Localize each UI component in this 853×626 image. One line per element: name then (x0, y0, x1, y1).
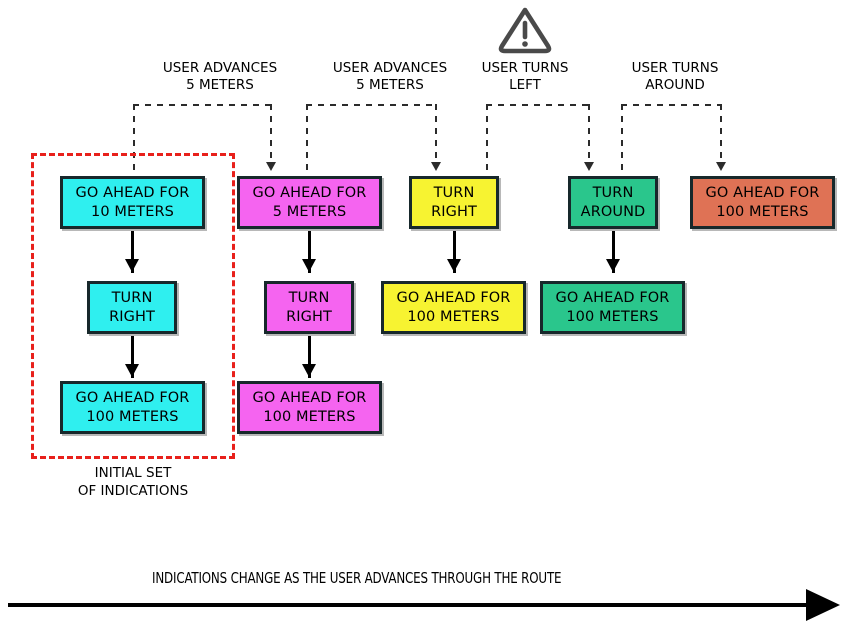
instruction-box-col3-row2[interactable]: GO AHEAD FOR 100 METERS (381, 281, 526, 334)
event-label-4-line-1: USER TURNS (631, 60, 719, 76)
instruction-line-1: TURN (111, 290, 153, 307)
instruction-box-col2-row1[interactable]: GO AHEAD FOR 5 METERS (237, 176, 382, 229)
instruction-box-col4-row1[interactable]: TURN AROUND (568, 176, 658, 229)
instruction-line-2: 100 METERS (407, 308, 500, 325)
instruction-box-col2-row2[interactable]: TURN RIGHT (264, 281, 354, 334)
event-label-3: USER TURNS LEFT (455, 60, 595, 95)
connector-1-horizontal (133, 104, 272, 106)
flow-arrow-col2-1-head (302, 259, 316, 272)
event-label-2-line-2: 5 METERS (356, 77, 424, 94)
flow-arrow-col1-2-head (125, 364, 139, 377)
instruction-line-1: TURN (288, 290, 330, 307)
connector-3-horizontal (486, 104, 589, 106)
instruction-line-1: TURN (433, 185, 475, 202)
flow-arrow-col1-2-shaft (131, 336, 134, 378)
event-label-2-line-1: USER ADVANCES (332, 60, 448, 76)
event-label-1-line-1: USER ADVANCES (162, 60, 278, 76)
event-label-1: USER ADVANCES 5 METERS (150, 60, 290, 95)
connector-1-arrowhead (266, 162, 276, 171)
connector-4-right-stem (720, 104, 722, 162)
connector-2-horizontal (306, 104, 436, 106)
event-label-1-line-2: 5 METERS (186, 77, 254, 94)
instruction-line-2: RIGHT (109, 308, 155, 325)
connector-3-arrowhead (584, 162, 594, 171)
initial-set-label: INITIAL SET OF INDICATIONS (33, 465, 233, 500)
event-label-3-line-2: LEFT (509, 77, 541, 94)
flow-arrow-col3-1-head (447, 259, 461, 272)
instruction-line-1: GO AHEAD FOR (252, 390, 367, 407)
connector-2-left-stem (306, 104, 308, 176)
instruction-line-2: AROUND (580, 203, 646, 220)
instruction-line-2: RIGHT (286, 308, 332, 325)
instruction-line-1: GO AHEAD FOR (705, 185, 820, 202)
instruction-line-1: GO AHEAD FOR (396, 290, 511, 307)
flow-arrow-col4-1-shaft (612, 231, 615, 273)
instruction-box-col1-row2[interactable]: TURN RIGHT (87, 281, 177, 334)
instruction-box-col1-row1[interactable]: GO AHEAD FOR 10 METERS (60, 176, 205, 229)
instruction-line-2: 100 METERS (716, 203, 809, 220)
instruction-line-1: GO AHEAD FOR (555, 290, 670, 307)
flow-arrow-col1-1-head (125, 259, 139, 272)
instruction-box-col5-row1[interactable]: GO AHEAD FOR 100 METERS (690, 176, 835, 229)
flow-arrow-col2-1-shaft (308, 231, 311, 273)
connector-2-arrowhead (431, 162, 441, 171)
connector-4-horizontal (621, 104, 720, 106)
event-label-2: USER ADVANCES 5 METERS (320, 60, 460, 95)
connector-2-right-stem (435, 104, 437, 162)
event-label-4-line-2: AROUND (645, 77, 705, 94)
instruction-line-2: 100 METERS (263, 408, 356, 425)
flow-arrow-col2-2-shaft (308, 336, 311, 378)
connector-1-left-stem (133, 104, 135, 176)
connector-3-left-stem (486, 104, 488, 176)
connector-4-left-stem (621, 104, 623, 176)
timeline-axis-line (8, 603, 808, 607)
instruction-line-1: GO AHEAD FOR (75, 390, 190, 407)
initial-set-label-line-2: OF INDICATIONS (77, 482, 189, 499)
instruction-line-2: RIGHT (431, 203, 477, 220)
timeline-arrowhead (806, 589, 840, 621)
instruction-box-col1-row3[interactable]: GO AHEAD FOR 100 METERS (60, 381, 205, 434)
instruction-box-col3-row1[interactable]: TURN RIGHT (409, 176, 499, 229)
connector-4-arrowhead (716, 162, 726, 171)
instruction-line-1: GO AHEAD FOR (75, 185, 190, 202)
event-label-3-line-1: USER TURNS (481, 60, 569, 76)
flow-arrow-col3-1-shaft (453, 231, 456, 273)
initial-set-highlight (31, 153, 235, 459)
instruction-line-2: 5 METERS (272, 203, 347, 220)
instruction-line-1: GO AHEAD FOR (252, 185, 367, 202)
flow-arrow-col1-1-shaft (131, 231, 134, 273)
initial-set-label-line-1: INITIAL SET (94, 465, 172, 481)
instruction-box-col2-row3[interactable]: GO AHEAD FOR 100 METERS (237, 381, 382, 434)
instruction-line-2: 100 METERS (566, 308, 659, 325)
flow-arrow-col4-1-head (606, 259, 620, 272)
instruction-line-2: 100 METERS (86, 408, 179, 425)
instruction-line-1: TURN (592, 185, 634, 202)
connector-3-right-stem (588, 104, 590, 162)
warning-triangle-icon (498, 7, 552, 54)
instruction-box-col4-row2[interactable]: GO AHEAD FOR 100 METERS (540, 281, 685, 334)
flow-arrow-col2-2-head (302, 364, 316, 377)
connector-1-right-stem (270, 104, 272, 162)
instruction-line-2: 10 METERS (91, 203, 174, 220)
event-label-4: USER TURNS AROUND (605, 60, 745, 95)
timeline-caption: INDICATIONS CHANGE AS THE USER ADVANCES … (152, 569, 562, 587)
